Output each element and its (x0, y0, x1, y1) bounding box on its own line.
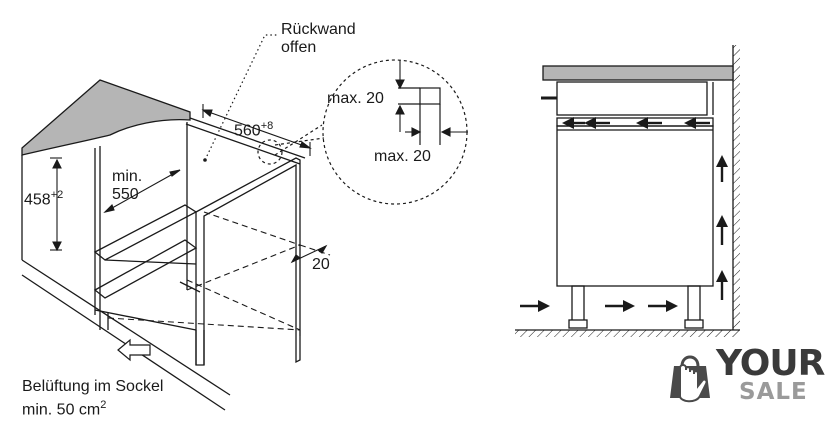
depth-line2: 550 (112, 186, 139, 203)
cabinet-perspective (21, 79, 306, 411)
airflow-arrows (520, 117, 728, 312)
gap-label: 20 (312, 256, 330, 273)
max-bottom-label: max. 20 (374, 148, 431, 165)
cross-section (515, 45, 740, 337)
dimension-width (201, 104, 312, 156)
width-tolerance: +8 (260, 120, 274, 132)
countertop (21, 79, 191, 156)
vent-line2: min. 50 cm2 (22, 399, 107, 419)
width-value: 560 (234, 122, 261, 140)
max-top-label: max. 20 (327, 90, 384, 107)
dimension-gap (290, 244, 328, 264)
detail-circle (257, 59, 468, 205)
dimension-height (50, 157, 62, 252)
dimension-depth (103, 169, 181, 213)
hidden-edges (107, 211, 331, 340)
vent-line1: Belüftung im Sockel (22, 378, 164, 395)
height-value: 458 (24, 191, 51, 209)
height-label: 458+2 (24, 186, 63, 209)
rueckwand-label: Rückwand offen (281, 21, 356, 57)
detail-arrows (395, 60, 468, 137)
vent-arrow (117, 338, 151, 362)
logo-word-your: YOUR (716, 343, 825, 384)
shopping-bag-hand-icon (670, 355, 710, 403)
depth-line1: min. (112, 168, 143, 185)
rueckwand-leader (204, 34, 278, 161)
yoursale-logo: YOUR SALE (666, 344, 836, 408)
depth-label: min. 550 (112, 168, 142, 204)
vent-label: Belüftung im Sockel min. 50 cm2 (22, 378, 163, 419)
rueckwand-line2: offen (281, 39, 317, 56)
logo-word-sale: SALE (739, 379, 808, 405)
rueckwand-line1: Rückwand (281, 21, 356, 38)
width-label: 560+8 (234, 117, 273, 140)
height-tolerance: +2 (50, 189, 64, 201)
